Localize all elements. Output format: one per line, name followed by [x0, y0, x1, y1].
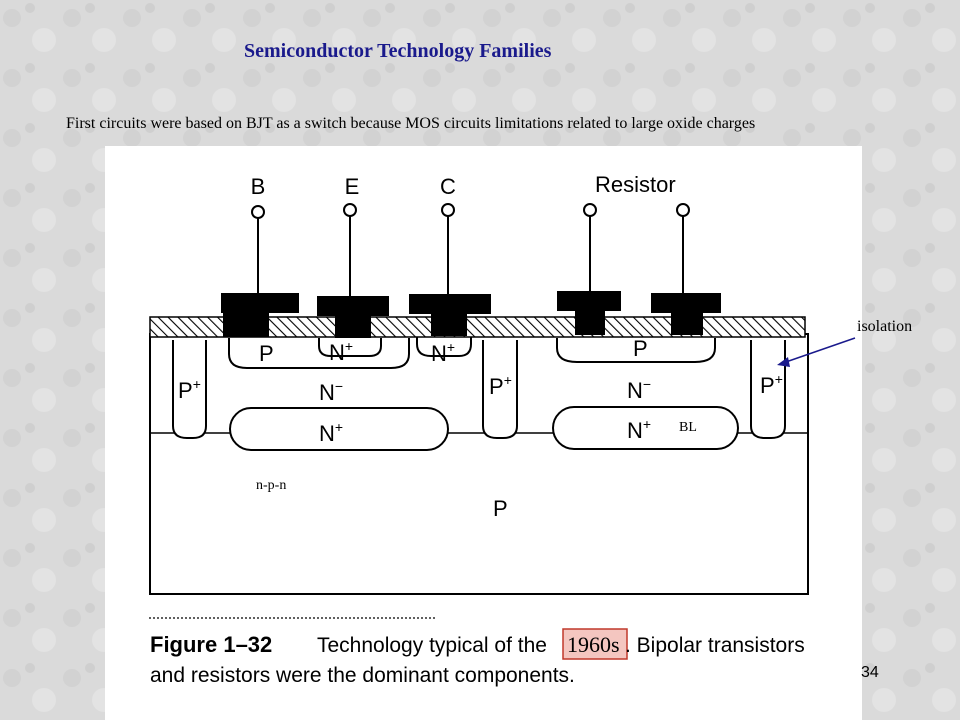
metal-collector-pad [409, 294, 491, 314]
metal-resistor-pad-left [557, 291, 621, 311]
region-label-n-minus-left: N− [319, 378, 343, 405]
region-label-n-minus-right: N− [627, 376, 651, 403]
metal-emitter-pad [317, 296, 389, 316]
metal-resistor-pad-right [651, 293, 721, 313]
terminal-emitter-node [343, 203, 357, 217]
page-number: 34 [861, 664, 879, 681]
region-label-p-plus-left: P+ [178, 376, 201, 403]
isolation-label: isolation [857, 318, 913, 335]
caption-line-2: and resistors were the dominant componen… [150, 664, 575, 687]
terminal-resistor-left-node [583, 203, 597, 217]
slide-title: Semiconductor Technology Families [244, 40, 552, 62]
isolation-arrow [782, 337, 856, 364]
metal-collector-plug [431, 312, 467, 336]
metal-emitter-plug [335, 314, 371, 338]
bipolar-cross-section-diagram: B E C Resistor P+ P+ P+ P N+ N+ P N− N− … [149, 172, 856, 687]
region-label-n-plus-buried-left: N+ [319, 419, 343, 446]
terminal-wires [251, 203, 690, 296]
label-collector: C [440, 174, 456, 199]
region-label-n-plus-emitter: N+ [329, 338, 353, 365]
isolation-well-right [750, 340, 786, 439]
region-label-p-plus-right: P+ [760, 371, 783, 398]
buried-n-plus-left [229, 407, 449, 451]
metal-contacts [221, 291, 721, 338]
label-resistor: Resistor [595, 172, 676, 197]
label-emitter: E [345, 174, 360, 199]
metal-base-plug [223, 311, 269, 337]
caption-text-before: Technology typical of the [317, 634, 547, 657]
n-plus-emitter [318, 338, 382, 357]
metal-resistor-plug-left [575, 309, 605, 335]
metal-resistor-plug-right [671, 311, 703, 335]
figure-panel: B E C Resistor P+ P+ P+ P N+ N+ P N− N− … [105, 146, 862, 720]
region-label-n-plus-collector: N+ [431, 339, 455, 366]
isolation-arrowhead [777, 357, 790, 367]
label-base: B [251, 174, 266, 199]
terminal-base-node [251, 205, 265, 219]
caption-highlight: 1960s [567, 632, 620, 657]
caption-highlight-box [562, 628, 628, 660]
label-buried-layer: BL [679, 420, 697, 435]
substrate-outline [149, 333, 809, 595]
label-npn: n-p-n [256, 478, 286, 493]
region-label-p-resistor: P [633, 336, 648, 361]
buried-n-plus-right [552, 406, 739, 450]
region-label-p-plus-middle: P+ [489, 372, 512, 399]
caption-figure-label: Figure 1–32 [150, 632, 272, 657]
region-label-p-base: P [259, 341, 274, 366]
isolation-well-middle [482, 340, 518, 439]
terminal-resistor-right-node [676, 203, 690, 217]
n-plus-collector-contact [416, 336, 472, 357]
caption-line-1: Figure 1–32 Technology typical of the 19… [150, 632, 805, 657]
region-label-n-plus-buried-right: N+ [627, 416, 651, 443]
metal-base-pad [221, 293, 299, 313]
intro-text: First circuits were based on BJT as a sw… [66, 115, 756, 132]
isolation-well-left [172, 340, 207, 439]
caption-text-after: . Bipolar transistors [625, 634, 805, 657]
terminal-collector-node [441, 203, 455, 217]
region-label-substrate: P [493, 496, 508, 521]
p-resistor-region [556, 338, 716, 363]
oxide-layer [149, 316, 806, 338]
